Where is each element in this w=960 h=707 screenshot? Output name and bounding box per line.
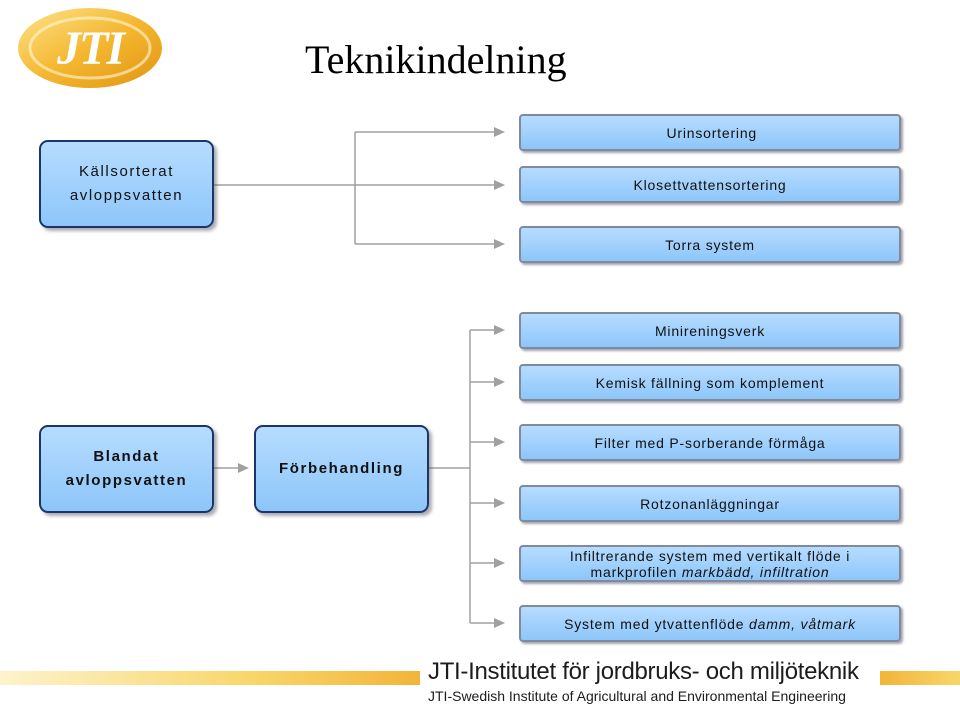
footer-accent-bar-right [880,671,960,685]
target-infiltrerande-line2-plain: markprofilen [590,563,682,580]
source-blandat-line2: avloppsvatten [65,472,188,489]
source-kallsorterat-line1: Källsorterat [78,163,175,180]
jti-logo: JTI [18,8,162,88]
target-ytvattenflode-plain: System med ytvattenflöde [564,615,750,632]
source-kallsorterat-box: Källsorterat avloppsvatten [39,140,214,228]
target-kemisk-fallning-label: Kemisk fällning som komplement [595,374,825,391]
target-minireningsverk: Minireningsverk [519,312,901,349]
target-rotzonanlaggningar-label: Rotzonanläggningar [640,495,780,512]
target-kemisk-fallning: Kemisk fällning som komplement [519,364,901,401]
target-filter-label: Filter med P-sorberande förmåga [594,434,826,451]
target-urinsortering: Urinsortering [519,114,901,151]
target-torra-system-label: Torra system [665,236,755,253]
target-infiltrerande-system: Infiltrerande system med vertikalt flöde… [519,545,901,582]
target-infiltrerande-line1: Infiltrerande system med vertikalt flöde… [569,547,851,564]
target-ytvattenflode: System med ytvattenflöde damm, våtmark [519,605,901,642]
footer-institute-english: JTI-Swedish Institute of Agricultural an… [428,688,846,704]
target-filter: Filter med P-sorberande förmåga [519,424,901,461]
footer-accent-bar-left [0,671,420,685]
source-blandat-box: Blandat avloppsvatten [39,425,214,513]
target-urinsortering-label: Urinsortering [666,124,757,141]
target-rotzonanlaggningar: Rotzonanläggningar [519,485,901,522]
target-ytvattenflode-italic: damm, våtmark [749,615,856,632]
target-torra-system: Torra system [519,226,901,263]
footer-institute-swedish: JTI-Institutet för jordbruks- och miljöt… [428,658,859,685]
page-title: Teknikindelning [305,37,567,82]
source-blandat-line1: Blandat [93,448,160,465]
svg-text:JTI: JTI [56,22,127,75]
target-minireningsverk-label: Minireningsverk [654,322,766,339]
pretreatment-box: Förbehandling [254,425,429,513]
target-klosettvattensortering-label: Klosettvattensortering [633,176,787,193]
target-infiltrerande-line2-italic: markbädd, infiltration [681,563,830,580]
source-kallsorterat-line2: avloppsvatten [69,187,184,204]
pretreatment-label: Förbehandling [279,460,404,477]
target-klosettvattensortering: Klosettvattensortering [519,166,901,203]
